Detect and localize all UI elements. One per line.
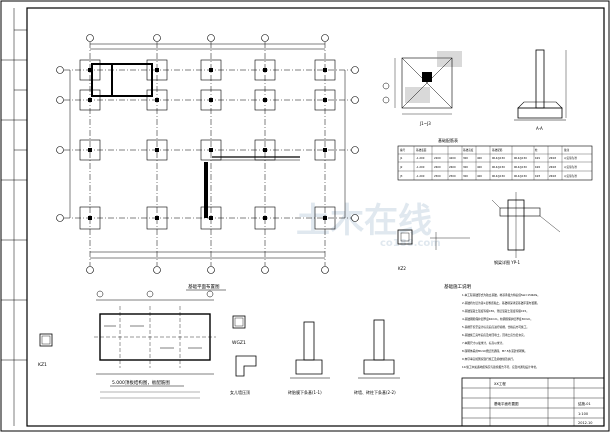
table-cell: 300 — [463, 165, 468, 169]
table-cell: 以实际为准 — [564, 156, 577, 160]
note-line: 10.施工中如遇地质情况与勘察报告不符，应及时通知设计单位。 — [462, 365, 539, 369]
table-cell: Φ14@150 — [492, 174, 505, 178]
table-cell: KZ3 — [535, 174, 540, 178]
table-cell: 2Φ18 — [549, 174, 556, 178]
note-line: 5.基槽开挖至设计标高后应进行验槽，合格后方可施工。 — [462, 325, 529, 329]
note-line: 6.基础施工完毕后应及时回填土，回填土应分层夯实。 — [462, 333, 526, 337]
kz2-label: KZ2 — [398, 266, 406, 271]
parapet-detail: 女儿墙压顶 — [230, 355, 257, 395]
table-cell: 2500 — [434, 174, 441, 178]
table-cell: -1.200 — [416, 174, 425, 178]
footing-table: 基础配筋表 编号 基础底面 基础高度 基础配筋 柱 备注 J1 -1.200 2200 4200 3… — [397, 137, 593, 181]
detail-yp1: 钢梁详图 YP-1 — [491, 192, 561, 265]
notes-title: 基础施工说明 — [444, 283, 471, 290]
strip-footing — [204, 162, 208, 218]
section-1-1: 砖胎膜下条基(1-1) — [288, 321, 330, 395]
table-cell: 2600 — [434, 165, 441, 169]
table-cell: Φ14@150 — [514, 165, 527, 169]
section-a-label: A-A — [536, 126, 543, 131]
binding-strip — [1, 8, 27, 426]
table-cell: KZ2 — [535, 165, 540, 169]
table-header-cell: 基础配筋 — [492, 148, 503, 152]
table-header-cell: 柱 — [535, 148, 538, 152]
parapet-label: 女儿墙压顶 — [230, 389, 250, 395]
table-header-cell: 编号 — [400, 148, 406, 152]
section-2-2: 砖墙、砖柱下条基(2-2) — [354, 319, 400, 395]
tb-date: 2012.10 — [578, 421, 592, 425]
table-cell: 400 — [477, 174, 482, 178]
table-cell: 300 — [463, 174, 468, 178]
table-cell: 400 — [477, 165, 482, 169]
footing-plan-label: J1~J3 — [419, 121, 431, 126]
note-line: 4.基础钢筋保护层厚度40mm，柱钢筋保护层厚度30mm。 — [462, 317, 533, 321]
table-header-cell: 基础底面 — [416, 148, 427, 152]
section-2-label: 砖墙、砖柱下条基(2-2) — [354, 389, 396, 395]
table-cell: 400 — [477, 156, 482, 160]
table-cell: 以实际为准 — [564, 165, 577, 169]
foundation-plan-title: 基础平面布置图 — [188, 283, 220, 290]
table-cell: 2500 — [449, 174, 456, 178]
watermark-text: 土木在线 — [296, 201, 432, 241]
table-cell: Φ14@150 — [492, 156, 505, 160]
note-line: 8.砖砌体采用MU10烧结普通砖，M7.5水泥砂浆砌筑。 — [462, 349, 527, 353]
yp1-label: 钢梁详图 YP-1 — [494, 259, 520, 265]
watermark-sub: co188.com — [380, 238, 441, 249]
tb-drawing-name: 基础平面布置图 — [494, 401, 519, 406]
table-cell: 2200 — [434, 156, 441, 160]
table-cell: Φ14@150 — [492, 165, 505, 169]
kz2-detail: KZ2 — [397, 229, 470, 271]
wgz1-detail: WGZ1 — [232, 315, 246, 346]
kz1-label: KZ1 — [38, 362, 47, 368]
foundation-plan: 基础平面布置图 — [56, 34, 359, 291]
kz1-detail: KZ1 — [38, 333, 53, 368]
note-line: 7.本图尺寸以毫米计，标高以米计。 — [462, 341, 505, 345]
table-cell: Φ14@150 — [514, 174, 527, 178]
tb-project: XX工程 — [494, 381, 506, 386]
table-cell: -1.200 — [416, 156, 425, 160]
note-line: 1.本工程基础形式为独立基础，地基承载力特征值fak=150kPa。 — [462, 293, 540, 297]
wgz1-label: WGZ1 — [232, 340, 246, 346]
construction-notes: 基础施工说明 1.本工程基础形式为独立基础，地基承载力特征值fak=150kPa… — [444, 283, 540, 369]
watermark: 土木在线 co188.com — [296, 201, 441, 249]
note-line: 2.基础持力层为第②层粉质粘土，基础埋深详见基础平面布置图。 — [462, 301, 540, 305]
table-cell: -1.200 — [416, 165, 425, 169]
tb-drawing-no: 结施-01 — [578, 401, 591, 406]
footing-table-title: 基础配筋表 — [438, 137, 458, 143]
tb-scale: 1:100 — [578, 412, 588, 416]
table-cell: KZ1 — [535, 156, 540, 160]
note-line: 3.基础混凝土强度等级C30，垫层混凝土强度等级C15。 — [462, 309, 529, 313]
slab-plan: 5.000顶板结构图，板配筋图 — [94, 290, 216, 399]
table-cell: 300 — [463, 156, 468, 160]
table-header-cell: 基础高度 — [463, 148, 474, 152]
section-1-label: 砖胎膜下条基(1-1) — [288, 389, 322, 395]
table-cell: J1 — [399, 156, 403, 160]
inner-border — [26, 7, 605, 427]
table-cell: J2 — [399, 165, 403, 169]
title-block: XX工程 基础平面布置图 结施-01 1:100 2012.10 — [461, 377, 605, 427]
footing-detail-plan: J1~J3 — [382, 51, 462, 126]
table-cell: Φ14@150 — [514, 156, 527, 160]
table-header-cell: 备注 — [564, 148, 570, 152]
note-line: 9.未尽事宜按国家现行施工及验收规范执行。 — [462, 357, 516, 361]
table-cell: 4200 — [449, 156, 456, 160]
table-cell: 2Φ18 — [549, 165, 556, 169]
table-cell: 2Φ18 — [549, 156, 556, 160]
table-cell: J3 — [399, 174, 403, 178]
footing-section-a: A-A — [514, 49, 567, 131]
table-cell: 2600 — [449, 165, 456, 169]
slab-plan-title: 5.000顶板结构图，板配筋图 — [112, 379, 170, 386]
table-cell: 以实际为准 — [564, 174, 577, 178]
